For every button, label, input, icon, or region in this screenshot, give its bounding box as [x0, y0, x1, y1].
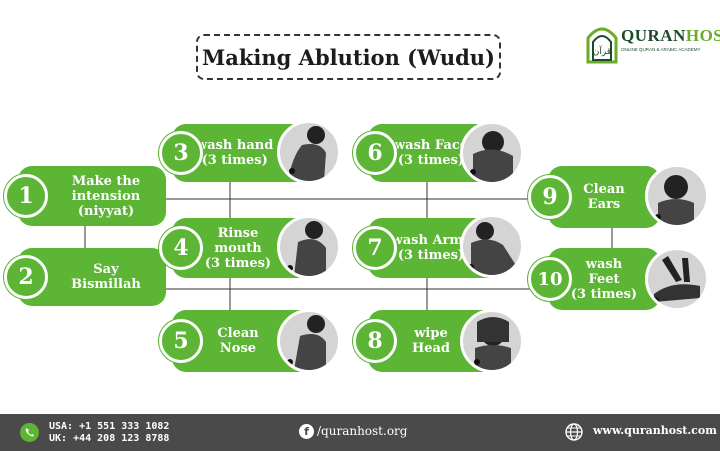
brand-logo[interactable]: قرآن QURANHOST ONLINE QURAN & ARABIC ACA… [585, 18, 720, 66]
whatsapp-icon[interactable] [20, 423, 39, 442]
step-8-image [460, 309, 524, 373]
cleaning-ears-icon [655, 175, 694, 225]
logo-mark: قرآن [593, 45, 611, 57]
wiping-head-icon [474, 317, 511, 370]
globe-icon[interactable] [565, 423, 583, 441]
step-2-number: 2 [4, 255, 48, 299]
cleaning-nose-icon [287, 315, 326, 370]
page-title: Making Ablution (Wudu) [202, 44, 495, 70]
washing-face-icon [470, 131, 513, 182]
step-5-image [277, 309, 341, 373]
step-6-image [460, 121, 524, 185]
step-9-image [645, 164, 709, 228]
footer-bar: USA: +1 551 333 1082 UK: +44 208 123 878… [0, 414, 720, 451]
logo-tagline: ONLINE QURAN & ARABIC ACADEMY [621, 47, 701, 52]
washing-feet-icon [653, 256, 700, 303]
phone-usa[interactable]: USA: +1 551 333 1082 [49, 421, 170, 432]
phone-uk[interactable]: UK: +44 208 123 8788 [49, 433, 170, 444]
mosque-logo-icon: قرآن [586, 27, 618, 64]
step-8-number: 8 [353, 319, 397, 363]
washing-hands-icon [288, 126, 326, 181]
step-3-number: 3 [159, 131, 203, 175]
step-10-image [645, 247, 709, 311]
step-3-image [277, 120, 341, 184]
step-7-number: 7 [353, 226, 397, 270]
washing-arms-icon [468, 222, 517, 275]
phone-numbers: USA: +1 551 333 1082 UK: +44 208 123 878… [49, 421, 169, 445]
facebook-link[interactable]: /quranhost.org [317, 424, 408, 438]
step-4-image [277, 215, 341, 279]
step-1-number: 1 [4, 174, 48, 218]
step-10-number: 10 [528, 257, 572, 301]
step-4-number: 4 [159, 226, 203, 270]
step-7-image [460, 214, 524, 278]
step-5-number: 5 [159, 319, 203, 363]
facebook-icon[interactable]: f [299, 424, 314, 439]
step-9-number: 9 [528, 175, 572, 219]
logo-name: QURANHOST [621, 26, 720, 45]
website-link[interactable]: www.quranhost.com [593, 424, 717, 437]
rinsing-mouth-icon [287, 221, 326, 276]
title-box: Making Ablution (Wudu) [196, 34, 501, 80]
step-6-number: 6 [353, 131, 397, 175]
